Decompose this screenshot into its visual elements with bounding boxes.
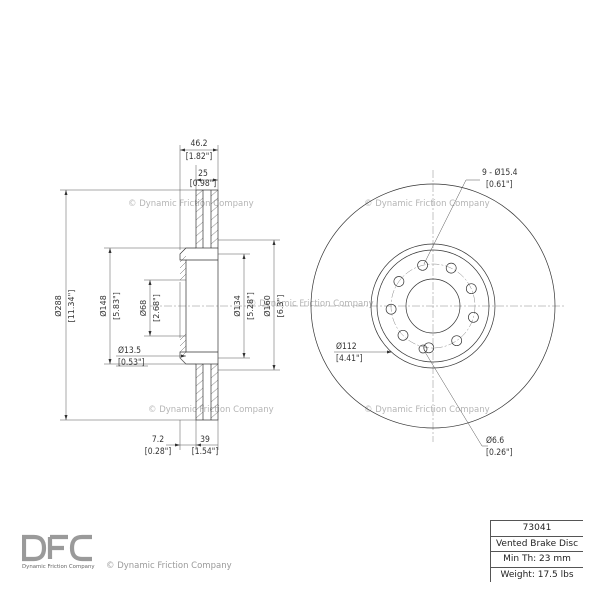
dim-hat-outer-diameter-in: [6.3"] xyxy=(276,295,285,318)
bolt-hole xyxy=(397,329,409,341)
dim-disc-diameter: Ø288 xyxy=(53,295,63,317)
dim-rotor-thickness-in: [0.28"] xyxy=(145,447,172,457)
lower-rotor-outline xyxy=(195,363,219,421)
dfc-logo-mark-icon xyxy=(22,534,92,562)
footer-copyright: © Dynamic Friction Company xyxy=(106,561,232,571)
hat-outer-circle xyxy=(370,243,496,369)
center-bore-circle xyxy=(405,278,461,334)
disc-outer-circle xyxy=(310,183,556,429)
front-view: 9 - Ø15.4 [0.61"] Ø112 [4.41"] Ø6.6 [0.2… xyxy=(300,167,566,458)
dim-bolt-circle-in: [4.41"] xyxy=(336,354,363,364)
bolt-hole xyxy=(465,283,477,295)
bolt-hole xyxy=(417,259,428,271)
dim-hat-outer-diameter: Ø160 xyxy=(262,295,272,317)
dim-inner-hat-diameter: Ø134 xyxy=(232,295,242,317)
spec-table: 73041 Vented Brake Disc Min Th: 23 mm We… xyxy=(490,520,583,583)
upper-rotor-section xyxy=(195,189,219,249)
bolt-circle xyxy=(390,263,476,349)
dim-bolt-hole-in: [0.53"] xyxy=(118,358,145,368)
dim-bolt-circle: Ø112 xyxy=(336,341,357,352)
small-hole xyxy=(418,344,428,354)
dim-overall-height-in: [1.82"] xyxy=(186,152,213,162)
dim-center-bore: Ø68 xyxy=(138,300,148,316)
dim-bolt-hole: Ø13.5 xyxy=(118,345,141,356)
spec-weight: Weight: 17.5 lbs xyxy=(500,569,574,580)
watermark-bottom-right: © Dynamic Friction Company xyxy=(364,405,490,415)
dim-rotor-thickness: 7.2 xyxy=(152,435,164,445)
hat-section xyxy=(179,247,219,365)
lower-rotor-section xyxy=(195,363,219,421)
spec-part-number: 73041 xyxy=(491,521,583,537)
bolt-hole xyxy=(468,311,479,323)
dim-disc-diameter-in: [11.34"] xyxy=(67,290,76,323)
spec-min-thickness: Min Th: 23 mm xyxy=(491,552,583,568)
dim-holes: 9 - Ø15.4 xyxy=(482,167,518,178)
bolt-holes xyxy=(385,259,479,354)
watermark-top-left: © Dynamic Friction Company xyxy=(128,199,254,209)
spec-part-type: Vented Brake Disc xyxy=(491,537,583,553)
dim-center-bore-in: [2.68"] xyxy=(152,294,161,322)
bolt-hole xyxy=(423,342,435,354)
bolt-hole xyxy=(445,262,457,274)
dim-inner-hat-diameter-in: [5.28"] xyxy=(246,292,255,320)
logo-tagline: Dynamic Friction Company xyxy=(22,564,95,570)
side-view: 46.2 [1.82"] 25 [0.98"] Ø288 [11.34"] Ø1… xyxy=(53,139,300,457)
bolt-hole xyxy=(451,335,463,347)
dfc-logo: Dynamic Friction Company xyxy=(22,534,104,570)
dim-hat-depth-in: [0.98"] xyxy=(190,179,217,189)
upper-rotor-outline xyxy=(195,189,219,249)
dim-hat-diameter-in: [5.83"] xyxy=(112,292,121,320)
dim-total-width: 39 xyxy=(200,435,210,445)
dim-small-hole: Ø6.6 xyxy=(486,435,504,446)
dim-hat-depth: 25 xyxy=(198,169,208,179)
hat-inner-circle xyxy=(376,249,490,363)
dim-small-hole-in: [0.26"] xyxy=(486,448,513,458)
dim-holes-in: [0.61"] xyxy=(486,180,513,190)
bolt-hole xyxy=(393,276,405,287)
watermark-top-right: © Dynamic Friction Company xyxy=(364,199,490,209)
dim-hat-diameter: Ø148 xyxy=(98,295,108,317)
dim-overall-height: 46.2 xyxy=(190,139,207,149)
dim-total-width-in: [1.54"] xyxy=(192,447,219,457)
bolt-hole xyxy=(385,303,397,315)
